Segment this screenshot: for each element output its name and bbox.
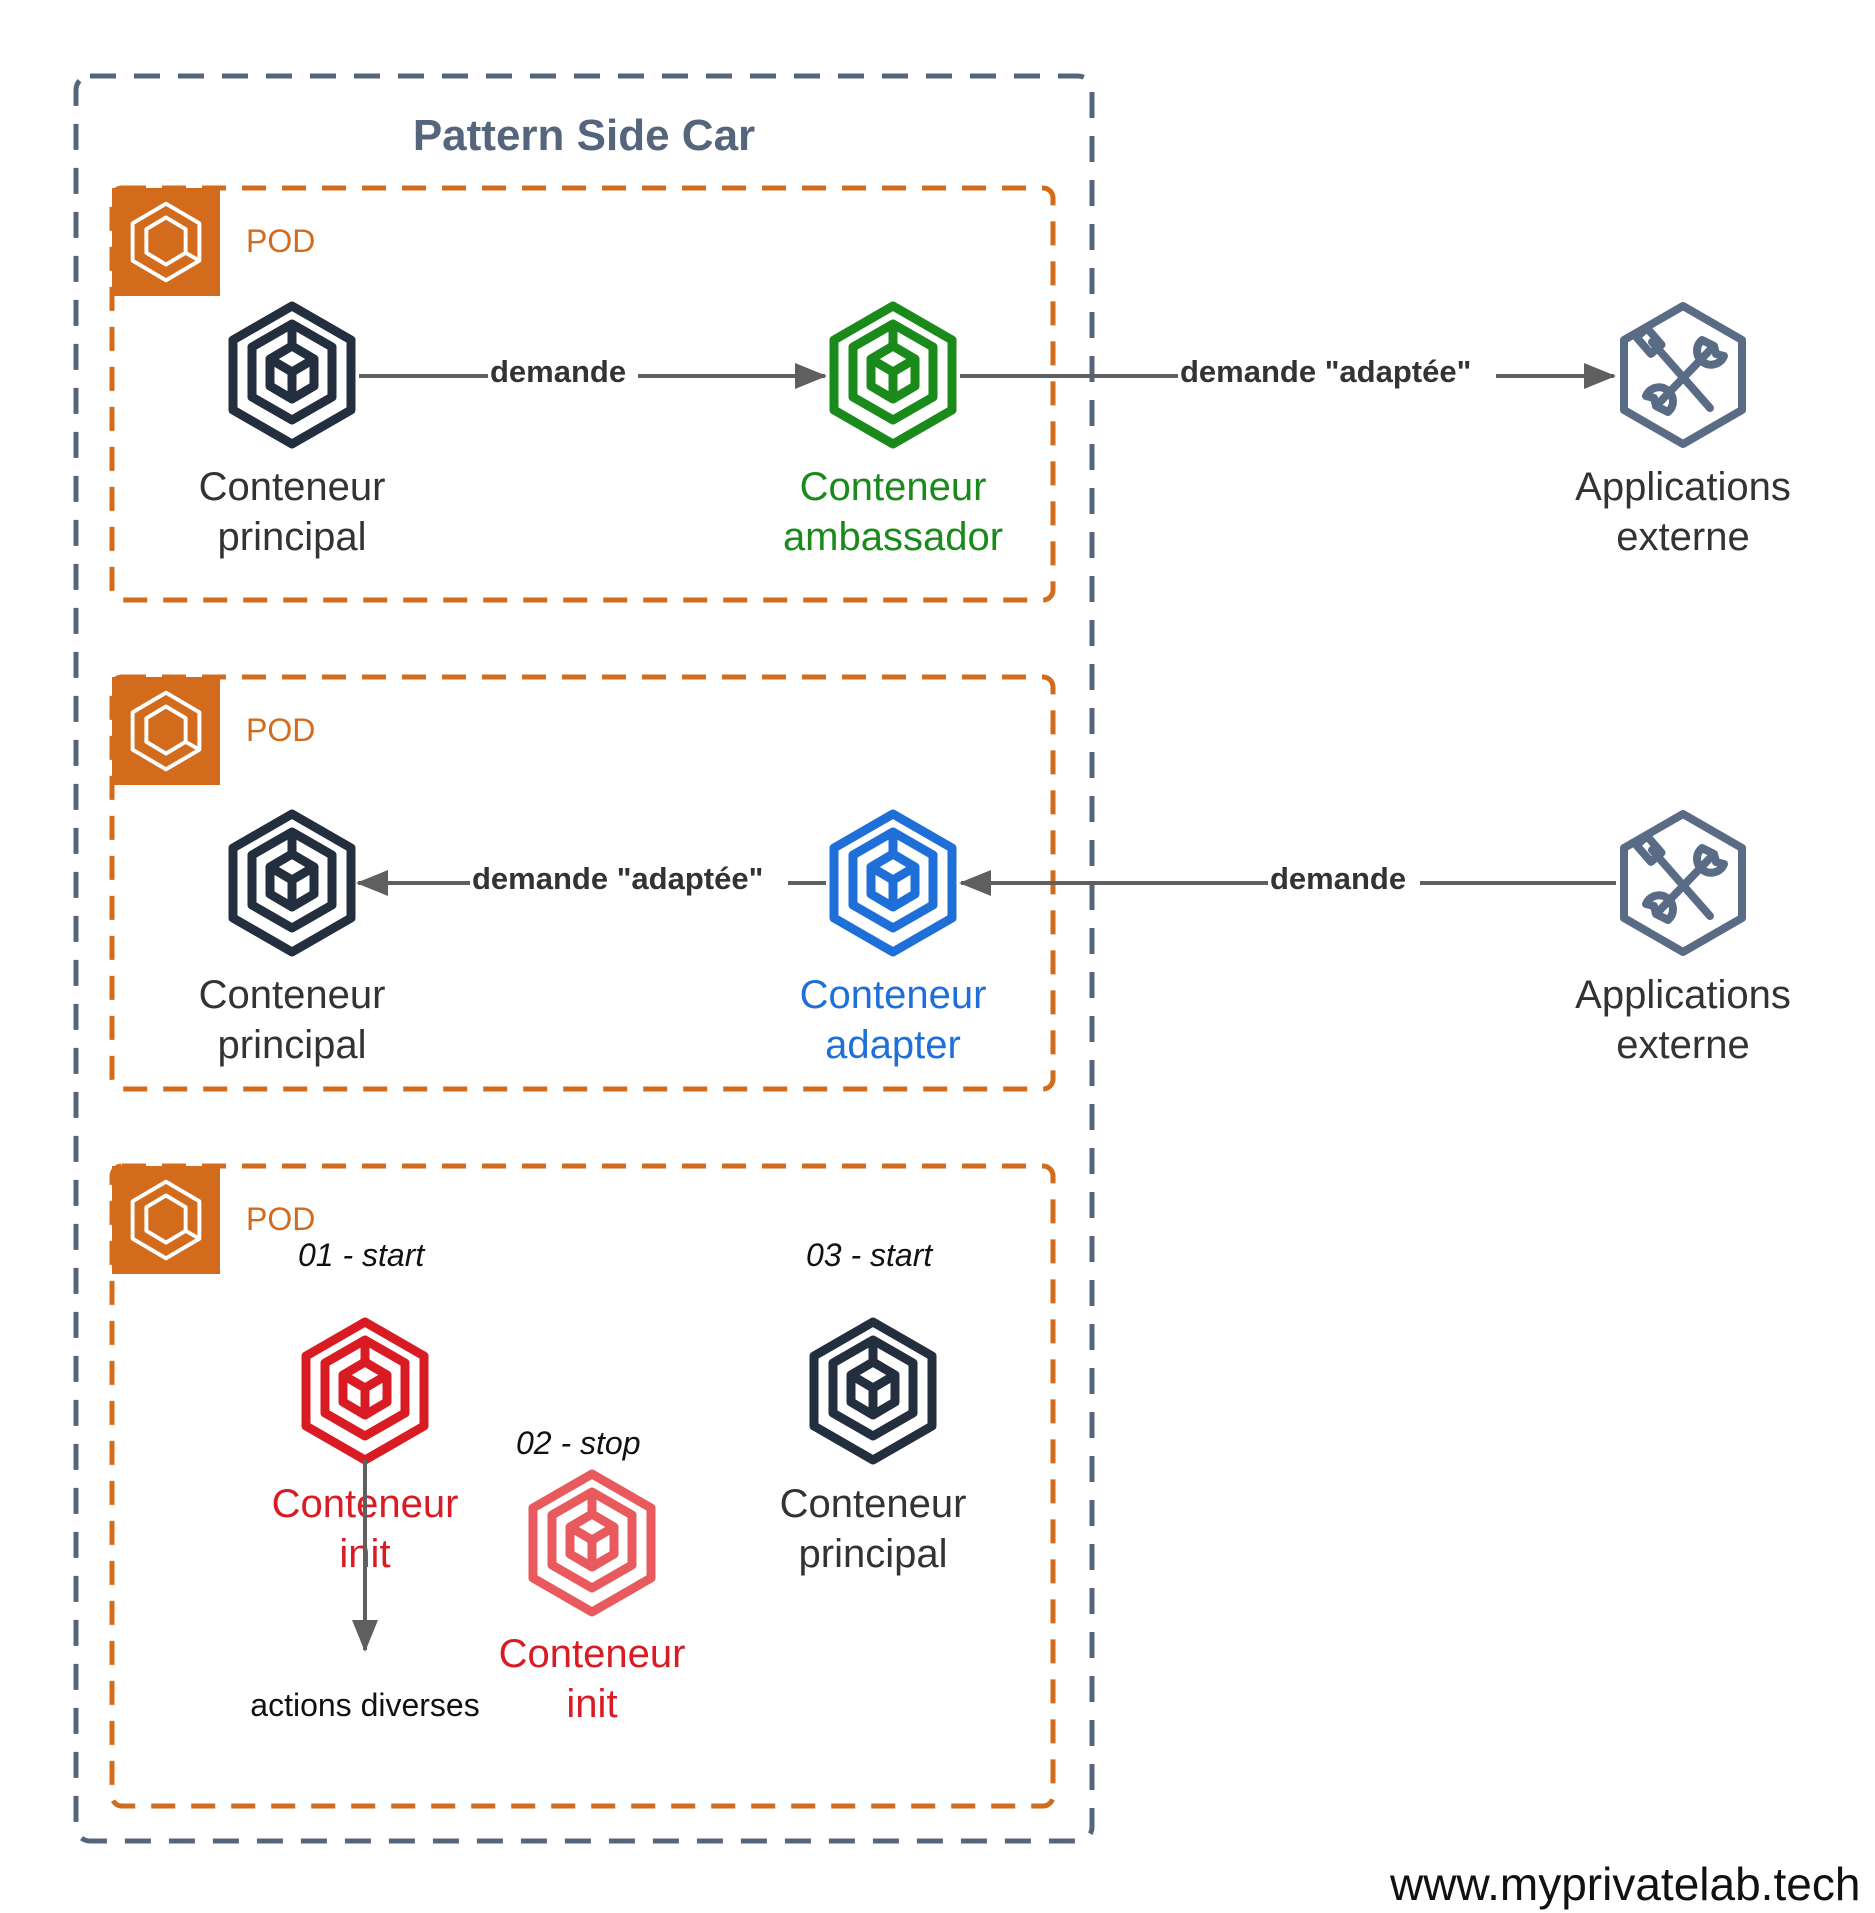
main-container-label-line2: principal [218,515,367,559]
init-stopped-label-line2: init [566,1682,617,1726]
pod-label: POD [246,1201,315,1237]
watermark: www.myprivatelab.tech [1389,1858,1860,1910]
container-cube-icon [233,814,351,952]
external-app-label-line1: Applications [1575,465,1791,509]
sidecar-pattern-group [73,73,1095,1844]
init-stopped-label-line1: Conteneur [499,1632,686,1676]
adapter-label-line1: Conteneur [800,973,987,1017]
main-container-label-line2: principal [218,1023,367,1067]
external-app-label-line2: externe [1616,1023,1749,1067]
pod-label: POD [246,712,315,748]
pod-icon [112,188,220,296]
main-container-label-line2: principal [799,1532,948,1576]
container-cube-icon [233,306,351,444]
pod-adapter: POD Conteneur principal Conteneur adapte… [109,674,1056,1092]
main-container-label-line1: Conteneur [199,465,386,509]
ambassador-label-line1: Conteneur [800,465,987,509]
edge-label: demande [490,354,626,389]
pod-icon [112,1166,220,1274]
edge-label: demande "adaptée" [1180,354,1471,389]
tools-wrench-screwdriver-icon [1624,306,1742,444]
ambassador-label-line2: ambassador [783,515,1003,559]
pod-label: POD [246,223,315,259]
tools-wrench-screwdriver-icon [1624,814,1742,952]
step-label: 03 - start [806,1237,933,1273]
pod-icon [112,677,220,785]
pod-ambassador: POD Conteneur principal Conteneur ambass… [109,185,1056,603]
container-cube-icon [533,1474,651,1612]
pod-init: POD 01 - start 03 - start 02 - stop Cont… [109,1163,1056,1809]
adapter-label-line2: adapter [825,1023,961,1067]
group-title: Pattern Side Car [413,111,755,160]
external-app-label-line1: Applications [1575,973,1791,1017]
external-app-label-line2: externe [1616,515,1749,559]
container-cube-icon [306,1322,424,1460]
container-cube-icon [834,814,952,952]
edge-label: demande [1270,861,1406,896]
container-cube-icon [834,306,952,444]
step-label: 01 - start [298,1237,425,1273]
step-label: 02 - stop [516,1425,641,1461]
actions-label: actions diverses [250,1687,479,1723]
container-cube-icon [814,1322,932,1460]
main-container-label-line1: Conteneur [780,1482,967,1526]
main-container-label-line1: Conteneur [199,973,386,1017]
edge-label: demande "adaptée" [472,861,763,896]
